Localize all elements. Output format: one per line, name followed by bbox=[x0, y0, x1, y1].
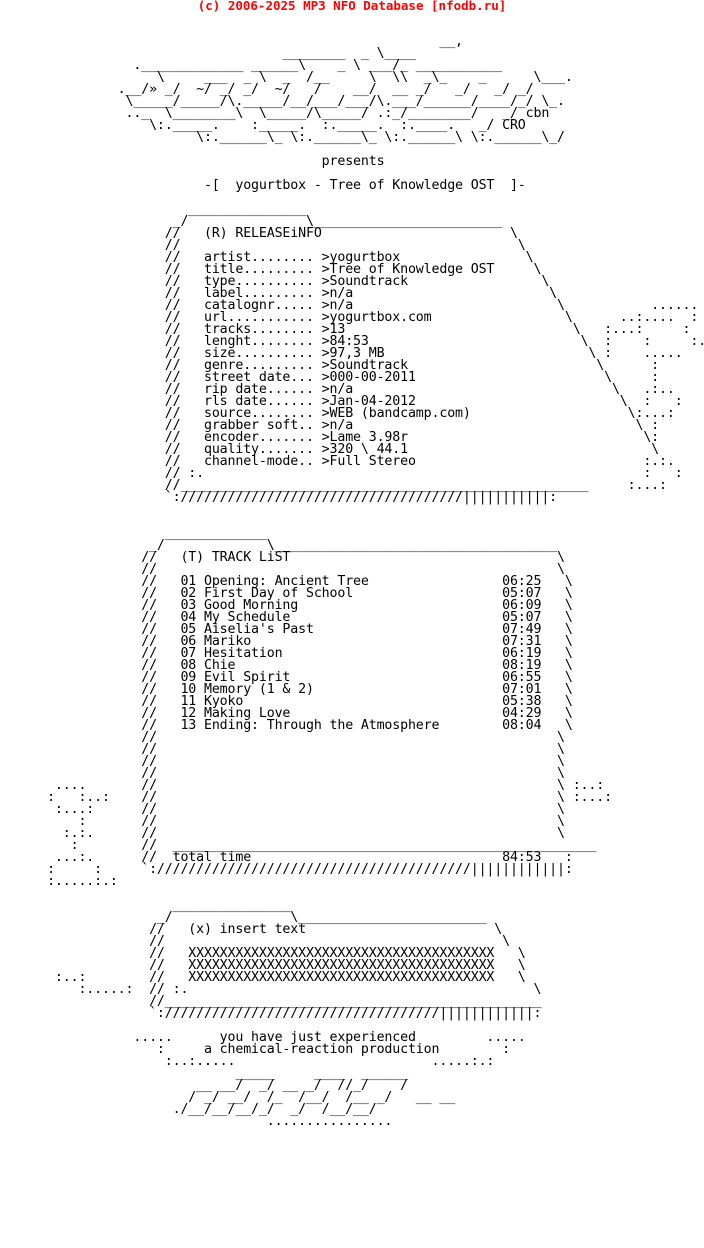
header-link[interactable]: (c) 2006-2025 MP3 NFO Database [nfodb.ru… bbox=[197, 0, 507, 13]
nfo-content: __, ________ _ \____ ._____________ ____… bbox=[47, 34, 704, 1129]
